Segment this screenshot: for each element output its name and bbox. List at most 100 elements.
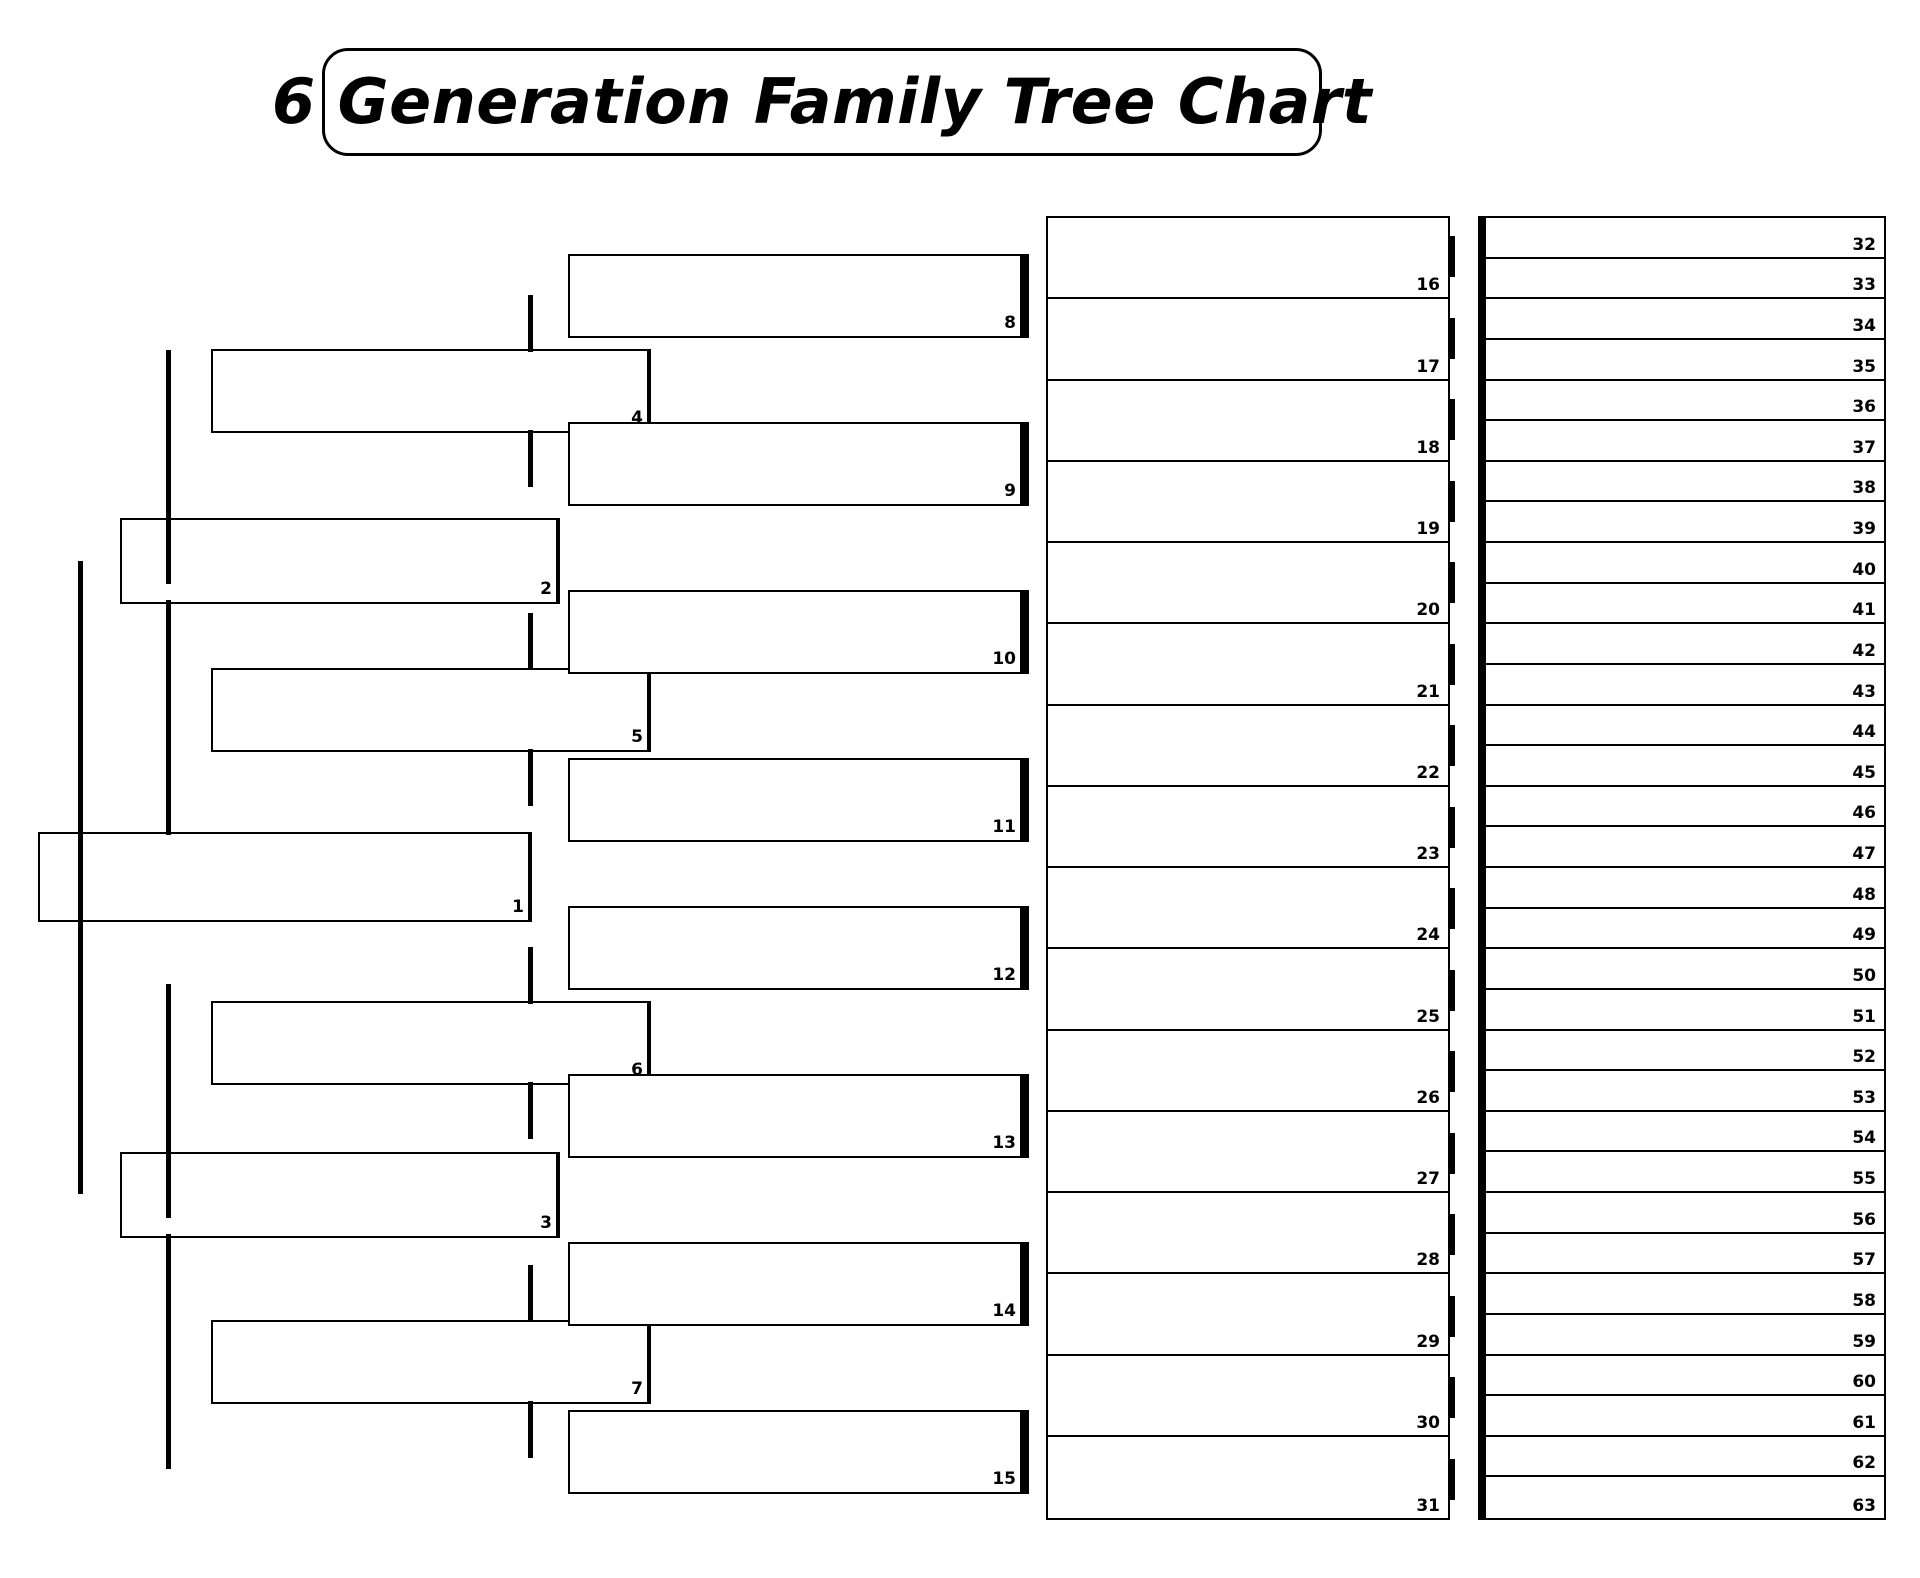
pedigree-box-11[interactable]: 11 (568, 758, 1024, 842)
pedigree-row-26[interactable]: 26 (1048, 1031, 1448, 1112)
pedigree-row-59[interactable]: 59 (1486, 1315, 1884, 1356)
pedigree-box-6[interactable]: 6 (211, 1001, 651, 1085)
generation-5-number-29: 29 (1416, 1331, 1440, 1352)
generation-6-number-32: 32 (1852, 234, 1876, 255)
pedigree-row-43[interactable]: 43 (1486, 665, 1884, 706)
pedigree-row-37[interactable]: 37 (1486, 421, 1884, 462)
pedigree-row-61[interactable]: 61 (1486, 1396, 1884, 1437)
generation-5-number-26: 26 (1416, 1087, 1440, 1108)
pedigree-box-1-number: 1 (512, 897, 524, 917)
pedigree-row-25[interactable]: 25 (1048, 949, 1448, 1031)
pedigree-row-21[interactable]: 21 (1048, 624, 1448, 706)
pedigree-row-40[interactable]: 40 (1486, 543, 1884, 584)
pedigree-row-22[interactable]: 22 (1048, 706, 1448, 787)
pedigree-row-41[interactable]: 41 (1486, 584, 1884, 625)
generation-6-number-55: 55 (1852, 1169, 1876, 1189)
pedigree-row-19[interactable]: 19 (1048, 462, 1448, 543)
pedigree-row-20[interactable]: 20 (1048, 543, 1448, 625)
pedigree-row-50[interactable]: 50 (1486, 949, 1884, 990)
pedigree-box-15[interactable]: 15 (568, 1410, 1024, 1494)
pedigree-row-51[interactable]: 51 (1486, 990, 1884, 1031)
generation-6-number-40: 40 (1852, 559, 1876, 580)
generation-6-number-34: 34 (1852, 315, 1876, 336)
pedigree-row-52[interactable]: 52 (1486, 1031, 1884, 1072)
pedigree-row-62[interactable]: 62 (1486, 1437, 1884, 1478)
pedigree-row-58[interactable]: 58 (1486, 1274, 1884, 1315)
pedigree-box-12[interactable]: 12 (568, 906, 1024, 990)
generation-5-number-23: 23 (1416, 844, 1440, 864)
pedigree-box-4[interactable]: 4 (211, 349, 651, 433)
pedigree-row-48[interactable]: 48 (1486, 868, 1884, 909)
generation-5-number-27: 27 (1416, 1169, 1440, 1189)
generation-6-number-54: 54 (1852, 1128, 1876, 1149)
bracket-gen2-upper (166, 350, 211, 584)
pedigree-row-17[interactable]: 17 (1048, 299, 1448, 381)
pedigree-row-57[interactable]: 57 (1486, 1234, 1884, 1275)
pedigree-row-44[interactable]: 44 (1486, 706, 1884, 747)
generation-6-number-62: 62 (1852, 1453, 1876, 1474)
bracket-gen5-27 (1450, 1132, 1478, 1174)
generation-6-number-57: 57 (1852, 1250, 1876, 1271)
pedigree-row-54[interactable]: 54 (1486, 1112, 1884, 1153)
pedigree-box-10[interactable]: 10 (568, 590, 1024, 674)
generation-5-number-17: 17 (1416, 356, 1440, 377)
pedigree-box-9-number: 9 (1004, 481, 1016, 501)
pedigree-box-5[interactable]: 5 (211, 668, 651, 752)
box-14-divider (1020, 1242, 1022, 1326)
bracket-gen5-25 (1450, 969, 1478, 1011)
pedigree-box-5-number: 5 (631, 727, 643, 747)
pedigree-row-34[interactable]: 34 (1486, 299, 1884, 340)
pedigree-row-63[interactable]: 63 (1486, 1477, 1884, 1518)
pedigree-row-29[interactable]: 29 (1048, 1274, 1448, 1356)
box-4-divider (647, 349, 649, 433)
generation-6-number-56: 56 (1852, 1209, 1876, 1230)
pedigree-row-56[interactable]: 56 (1486, 1193, 1884, 1234)
pedigree-row-31[interactable]: 31 (1048, 1437, 1448, 1518)
generation-6-number-35: 35 (1852, 356, 1876, 377)
pedigree-box-7[interactable]: 7 (211, 1320, 651, 1404)
pedigree-row-28[interactable]: 28 (1048, 1193, 1448, 1275)
bracket-gen5-18 (1450, 399, 1478, 441)
pedigree-box-3[interactable]: 3 (120, 1152, 560, 1238)
pedigree-box-2[interactable]: 2 (120, 518, 560, 604)
bracket-box15 (1024, 1410, 1046, 1494)
generation-6-number-59: 59 (1852, 1331, 1876, 1352)
bracket-gen3-upper (166, 984, 211, 1218)
pedigree-row-35[interactable]: 35 (1486, 340, 1884, 381)
pedigree-row-32[interactable]: 32 (1486, 218, 1884, 259)
pedigree-row-39[interactable]: 39 (1486, 502, 1884, 543)
bracket-gen5-23 (1450, 806, 1478, 848)
pedigree-row-23[interactable]: 23 (1048, 787, 1448, 868)
root-bracket (78, 561, 120, 1194)
pedigree-box-9[interactable]: 9 (568, 422, 1024, 506)
pedigree-row-47[interactable]: 47 (1486, 827, 1884, 868)
pedigree-row-24[interactable]: 24 (1048, 868, 1448, 950)
pedigree-box-13[interactable]: 13 (568, 1074, 1024, 1158)
pedigree-box-14[interactable]: 14 (568, 1242, 1024, 1326)
pedigree-row-16[interactable]: 16 (1048, 218, 1448, 300)
pedigree-box-1[interactable]: 1 (38, 832, 532, 922)
pedigree-row-60[interactable]: 60 (1486, 1356, 1884, 1397)
pedigree-row-53[interactable]: 53 (1486, 1071, 1884, 1112)
bracket-gen5-19 (1450, 480, 1478, 522)
gen5-gen6-separator (1478, 216, 1484, 1520)
pedigree-row-36[interactable]: 36 (1486, 381, 1884, 422)
pedigree-row-38[interactable]: 38 (1486, 462, 1884, 503)
pedigree-row-33[interactable]: 33 (1486, 259, 1884, 300)
pedigree-row-45[interactable]: 45 (1486, 746, 1884, 787)
pedigree-row-27[interactable]: 27 (1048, 1112, 1448, 1193)
pedigree-row-55[interactable]: 55 (1486, 1152, 1884, 1193)
pedigree-row-30[interactable]: 30 (1048, 1356, 1448, 1437)
pedigree-row-42[interactable]: 42 (1486, 624, 1884, 665)
bracket-box8 (1024, 254, 1046, 338)
bracket-box9 (1024, 422, 1046, 506)
pedigree-row-18[interactable]: 18 (1048, 381, 1448, 462)
pedigree-row-46[interactable]: 46 (1486, 787, 1884, 828)
generation-5-number-24: 24 (1416, 925, 1440, 946)
generation-6-number-33: 33 (1852, 275, 1876, 296)
pedigree-row-49[interactable]: 49 (1486, 909, 1884, 950)
pedigree-box-8[interactable]: 8 (568, 254, 1024, 338)
pedigree-box-11-number: 11 (992, 817, 1016, 837)
generation-6-number-61: 61 (1852, 1412, 1876, 1433)
